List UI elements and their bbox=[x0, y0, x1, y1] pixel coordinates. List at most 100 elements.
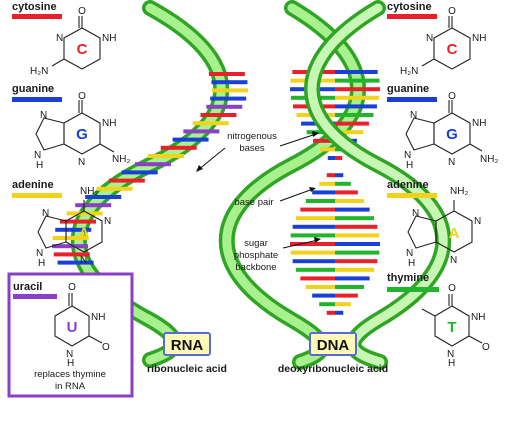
dna-base-rung-right bbox=[335, 276, 370, 281]
rna-badge-label: RNA bbox=[171, 337, 204, 354]
color-swatch-thymine bbox=[387, 287, 439, 292]
atom-label: H bbox=[408, 258, 415, 269]
atom-label: NH₂ bbox=[112, 154, 130, 165]
dna-base-rung-right bbox=[335, 310, 344, 315]
dna-base-rung-left bbox=[313, 138, 335, 143]
dna-base-rung-right bbox=[335, 87, 380, 92]
rna-base-rung bbox=[200, 113, 237, 117]
adenine-structure-left: adenine NH₂ N N N N H A bbox=[12, 179, 111, 269]
dna-backbone-strand-b-highlight bbox=[307, 3, 448, 367]
rna-subtitle: ribonucleic acid bbox=[147, 363, 227, 375]
atom-label: N bbox=[104, 216, 111, 227]
dna-base-rung-left bbox=[292, 259, 335, 264]
uracil-note-line2: in RNA bbox=[55, 381, 86, 392]
base-label-adenine: adenine bbox=[387, 179, 429, 191]
dna-base-rung-left bbox=[305, 199, 335, 203]
atom-label: NH bbox=[102, 33, 116, 44]
base-label-uracil: uracil bbox=[13, 281, 42, 293]
rna-base-rung bbox=[52, 244, 89, 249]
atom-label: N bbox=[78, 157, 85, 168]
base-letter-cytosine: C bbox=[447, 41, 458, 58]
dna-base-rung-right bbox=[335, 104, 377, 109]
atom-label: NH bbox=[472, 118, 486, 129]
dna-base-rung-right bbox=[335, 190, 358, 195]
atom-label: N bbox=[412, 208, 419, 219]
rna-base-rung bbox=[210, 96, 247, 101]
atom-label: N bbox=[34, 150, 41, 161]
base-letter-adenine: A bbox=[79, 225, 90, 242]
base-label-guanine: guanine bbox=[12, 83, 54, 95]
atom-label: NH₂ bbox=[480, 154, 498, 165]
rna-badge: RNA bbox=[163, 332, 211, 356]
dna-base-rung-right bbox=[335, 78, 380, 83]
annotation-text: sugar bbox=[244, 238, 268, 249]
rna-base-rung bbox=[160, 145, 197, 150]
atom-label: N bbox=[410, 110, 417, 121]
atom-label: N bbox=[404, 150, 411, 161]
rna-base-rung bbox=[96, 186, 133, 191]
rna-base-rung bbox=[206, 104, 243, 109]
atom-label: H₂N bbox=[30, 66, 48, 77]
atom-label: N bbox=[447, 349, 454, 360]
atom-label: N bbox=[56, 33, 63, 44]
annotation-text: bases bbox=[239, 143, 265, 154]
dna-badge-label: DNA bbox=[317, 337, 350, 354]
atom-label: O bbox=[78, 91, 86, 102]
base-letter-uracil: U bbox=[67, 319, 78, 336]
base-letter-thymine: T bbox=[447, 319, 456, 336]
dna-base-rung-left bbox=[305, 285, 335, 289]
dna-base-rung-left bbox=[312, 293, 335, 298]
dna-base-rung-right bbox=[335, 121, 369, 126]
atom-label: H bbox=[67, 358, 74, 369]
rna-base-rung bbox=[183, 129, 220, 134]
atom-label: H bbox=[448, 358, 455, 369]
dna-base-rung-right bbox=[335, 293, 358, 298]
rna-base-rung bbox=[192, 121, 229, 126]
dna-base-rung-right bbox=[335, 199, 365, 203]
atom-label: N bbox=[40, 110, 47, 121]
annotation-text: backbone bbox=[235, 262, 276, 273]
atom-label: H bbox=[38, 258, 45, 269]
dna-base-rung-left bbox=[290, 250, 335, 255]
dna-subtitle: deoxyribonucleic acid bbox=[278, 363, 388, 375]
arrowhead bbox=[314, 237, 321, 243]
atom-label: NH₂ bbox=[450, 186, 468, 197]
color-swatch-cytosine bbox=[387, 14, 437, 19]
rna-base-rung bbox=[121, 170, 158, 175]
atom-label: H bbox=[36, 160, 43, 171]
atom-label: O bbox=[448, 283, 456, 294]
atom-label: NH bbox=[472, 33, 486, 44]
dna-base-rung-left bbox=[300, 207, 335, 212]
rna-base-rung bbox=[60, 219, 97, 224]
rna-base-rung bbox=[55, 227, 92, 232]
dna-base-rung-right bbox=[335, 233, 380, 238]
color-swatch-uracil bbox=[13, 294, 57, 299]
color-swatch-guanine bbox=[12, 97, 62, 102]
uracil-note-line1: replaces thymine bbox=[34, 369, 106, 380]
atom-label: O bbox=[102, 342, 110, 353]
dna-base-rung-left bbox=[292, 224, 335, 229]
base-label-guanine: guanine bbox=[387, 83, 429, 95]
atom-label: N bbox=[406, 248, 413, 259]
dna-base-rung-right bbox=[335, 95, 380, 100]
dna-base-rung-right bbox=[335, 181, 351, 186]
dna-base-rung-left bbox=[300, 276, 335, 281]
rna-base-rung bbox=[211, 80, 248, 85]
dna-base-rung-left bbox=[295, 216, 335, 221]
dna-base-rung-right bbox=[335, 173, 344, 178]
cytosine-structure-left: cytosine O NH N H₂N C bbox=[12, 1, 116, 77]
color-swatch-adenine bbox=[12, 193, 62, 198]
atom-label: N bbox=[36, 248, 43, 259]
rna-base-rung bbox=[148, 154, 185, 158]
rna-base-rung bbox=[108, 178, 145, 183]
atom-label: O bbox=[482, 342, 490, 353]
atom-label: NH bbox=[102, 118, 116, 129]
annotation-nitrogenous-bases: nitrogenous bases bbox=[196, 131, 319, 172]
atom-label: O bbox=[448, 6, 456, 17]
rna-base-rung bbox=[53, 252, 90, 257]
dna-base-rung-right bbox=[335, 156, 343, 160]
dna-badge: DNA bbox=[309, 332, 357, 356]
arrow-line bbox=[197, 147, 226, 171]
base-letter-guanine: G bbox=[446, 126, 458, 143]
